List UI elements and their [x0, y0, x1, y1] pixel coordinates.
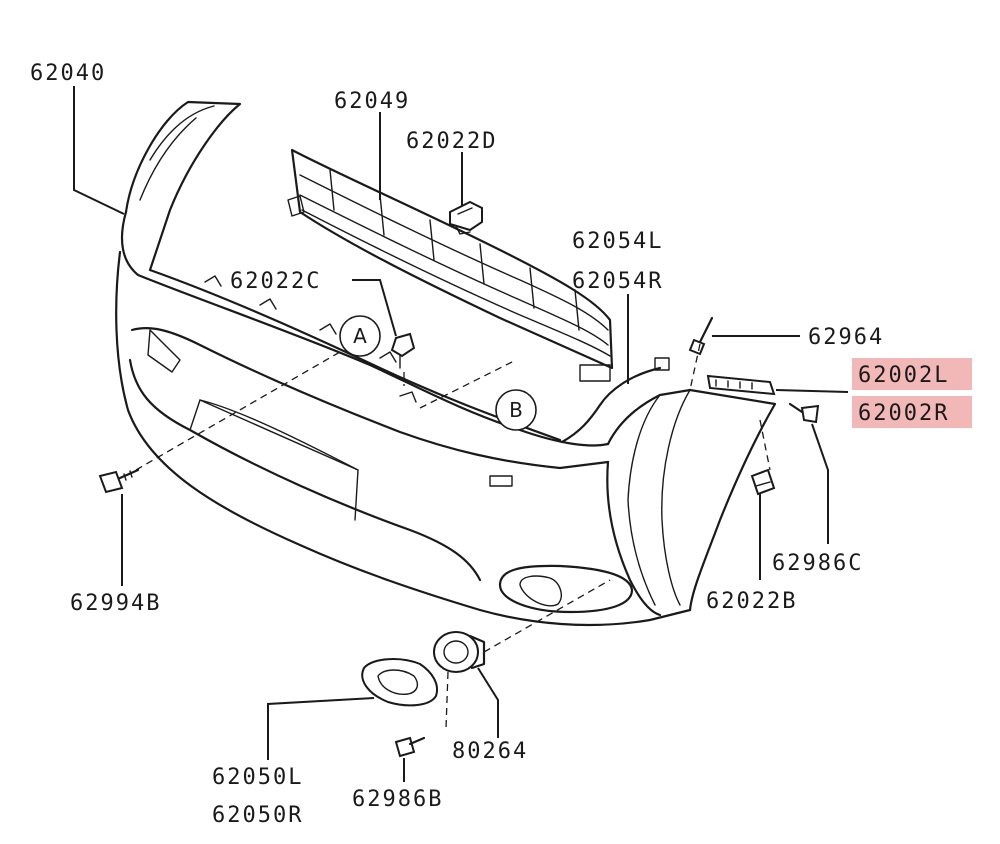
- bolt-62994b-drawing: [98, 468, 140, 494]
- bumper-face-drawing: [115, 100, 777, 627]
- clip-62022c-drawing: [390, 332, 416, 369]
- callout-62022c[interactable]: 62022C: [230, 269, 321, 294]
- callout-62994b[interactable]: 62994B: [70, 591, 161, 616]
- callout-62986c[interactable]: 62986C: [772, 551, 863, 576]
- screw-62986b-drawing: [394, 736, 426, 758]
- harness-drawing: [560, 357, 670, 444]
- clip-62022b-drawing: [750, 468, 776, 496]
- highlight-62002r: [852, 396, 972, 428]
- callout-62054l[interactable]: 62054L: [572, 229, 663, 254]
- view-marker-a-label: A: [353, 324, 367, 348]
- callout-62964[interactable]: 62964: [808, 325, 884, 350]
- callout-62040[interactable]: 62040: [30, 61, 106, 86]
- callout-62049[interactable]: 62049: [334, 89, 410, 114]
- grille-drawing: [287, 148, 614, 382]
- callout-62054r[interactable]: 62054R: [572, 269, 663, 294]
- fog-lamp-80264-drawing: [433, 631, 486, 673]
- callout-62002l[interactable]: 62002L: [858, 363, 949, 388]
- extension-62002-drawing: [706, 374, 776, 396]
- screw-62964-drawing: [688, 316, 714, 356]
- callout-62986b[interactable]: 62986B: [352, 787, 443, 812]
- callout-62022d[interactable]: 62022D: [406, 129, 497, 154]
- view-marker-b: B: [495, 389, 537, 431]
- callout-62050r[interactable]: 62050R: [212, 803, 303, 828]
- callout-62050l[interactable]: 62050L: [212, 765, 303, 790]
- callout-62022b[interactable]: 62022B: [706, 589, 797, 614]
- callout-62002r[interactable]: 62002R: [858, 401, 949, 426]
- view-marker-a: A: [339, 315, 381, 357]
- leader-lines: [73, 86, 849, 782]
- callout-80264[interactable]: 80264: [452, 739, 528, 764]
- fog-cover-62050-drawing: [361, 658, 438, 707]
- alignment-lines: [135, 343, 771, 729]
- screw-62986c-drawing: [788, 402, 820, 424]
- view-marker-b-label: B: [509, 398, 523, 422]
- highlight-62002l: [852, 358, 972, 390]
- clip-62022d-drawing: [449, 200, 483, 235]
